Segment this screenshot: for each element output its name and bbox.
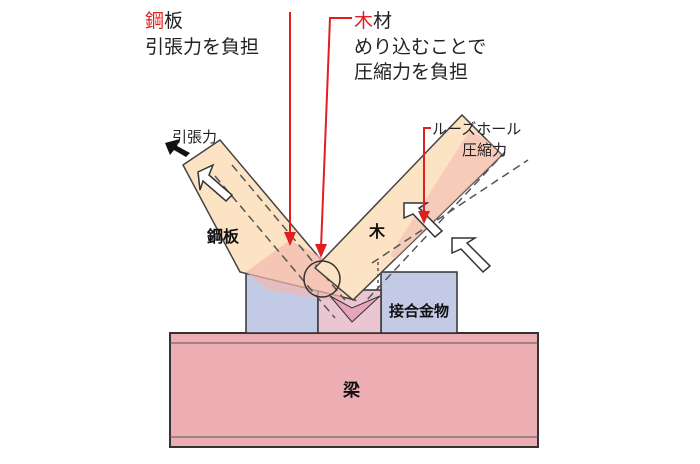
steel-annotation-title: 鋼板 bbox=[145, 10, 183, 32]
beam bbox=[169, 332, 539, 448]
wood-label: 木 bbox=[368, 222, 386, 241]
joint-hardware-label: 接合金物 bbox=[389, 302, 449, 320]
steel-annotation-highlight: 鋼 bbox=[145, 10, 164, 32]
loose-hole-label: ルーズホール bbox=[432, 120, 521, 138]
steel-annotation-arrowhead-icon bbox=[284, 232, 296, 246]
steel-plate-dashed-line bbox=[214, 175, 336, 319]
wood-annotation-arrowhead-icon bbox=[315, 244, 327, 258]
steel-annotation-desc: 引張力を負担 bbox=[145, 36, 259, 58]
wood-dashed-line bbox=[349, 151, 506, 319]
steel-annotation-rest: 板 bbox=[164, 10, 183, 32]
wood-annotation-highlight: 木 bbox=[354, 10, 373, 32]
wood-annotation-title: 木材 bbox=[354, 10, 392, 32]
loose-hole-annotation-arrow bbox=[423, 127, 431, 215]
wood-annotation-desc: めり込むことで bbox=[354, 36, 486, 58]
wood-dashed-line bbox=[371, 159, 529, 264]
tension-pointer-icon bbox=[165, 139, 190, 157]
tension-label: 引張力 bbox=[172, 128, 217, 146]
steel-plate-label: 鋼板 bbox=[206, 227, 240, 246]
bearing-point-circle bbox=[303, 260, 341, 298]
tension-arrow-icon bbox=[197, 163, 234, 203]
compression-arrow-icon bbox=[451, 237, 492, 274]
wood-annotation-desc-2: 圧縮力を負担 bbox=[354, 61, 468, 83]
loose-hole-annotation-arrowhead-icon bbox=[418, 211, 430, 224]
center-overlap bbox=[329, 295, 381, 323]
wood-annotation-rest: 材 bbox=[373, 10, 392, 32]
loose-hole-compression-label: 圧縮力 bbox=[462, 141, 507, 159]
wood-annotation-arrow bbox=[320, 17, 352, 249]
beam-label: 梁 bbox=[342, 380, 361, 401]
